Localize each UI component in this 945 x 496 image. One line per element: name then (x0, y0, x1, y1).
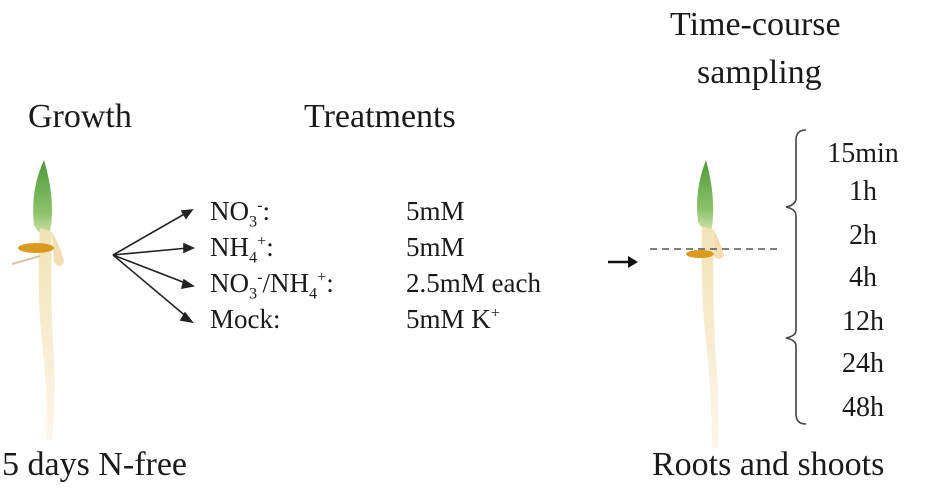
process-arrow (608, 256, 638, 268)
seedling-right-icon (686, 160, 724, 448)
treatment-row-nitrate: NO3-: (210, 196, 270, 231)
time-point: 2h (849, 220, 877, 251)
time-point: 1h (849, 176, 877, 207)
treatment-row-mixed: NO3-/NH4+: (210, 268, 334, 303)
treatment-row-mock: Mock: (210, 304, 281, 334)
time-point: 4h (849, 262, 877, 293)
treatment-conc-mock: 5mM K+ (406, 304, 500, 334)
footer-left: 5 days N-free (2, 446, 188, 483)
treatment-row-ammonium: NH4+: (210, 232, 274, 267)
treatment-conc-nitrate: 5mM (406, 196, 465, 226)
treatment-arrows (112, 209, 196, 324)
time-point: 15min (827, 138, 899, 169)
time-brace (785, 129, 807, 425)
time-point: 12h (842, 306, 884, 337)
time-point: 48h (842, 392, 884, 423)
footer-right: Roots and shoots (652, 446, 885, 483)
treatment-conc-mixed: 2.5mM each (406, 268, 541, 298)
heading-growth: Growth (28, 98, 132, 135)
seedling-left-icon (11, 160, 64, 440)
treatment-conc-ammonium: 5mM (406, 232, 465, 262)
heading-sampling-line1: Time-course (670, 6, 841, 43)
heading-treatments: Treatments (304, 98, 456, 135)
heading-sampling-line2: sampling (697, 54, 822, 91)
time-point: 24h (842, 348, 884, 379)
